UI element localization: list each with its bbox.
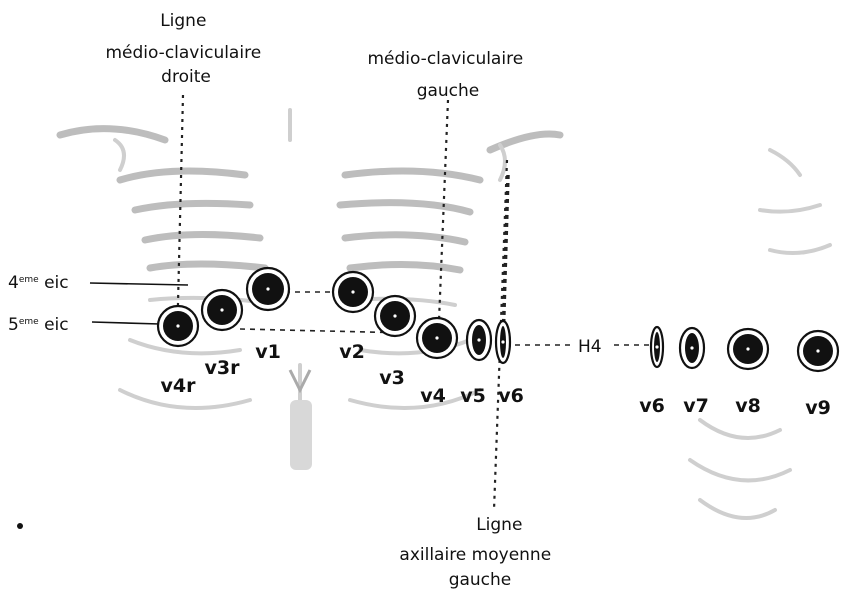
right-mcl-label: Ligne médio-claviculaire droite [105, 11, 266, 87]
fourth-eic-label: 4eme eic [8, 273, 69, 293]
electrode-v6b-center [655, 345, 658, 348]
fourth-eic-leader [90, 283, 188, 285]
electrode-v3-center [393, 314, 396, 317]
electrode-v6-center [501, 340, 504, 343]
electrode-v2-center [351, 290, 354, 293]
electrode-v3r-center [220, 308, 223, 311]
electrode-label-v9: v9 [805, 397, 831, 419]
electrode-label-v6: v6 [498, 385, 524, 407]
fifth-eic-leader [92, 322, 160, 324]
electrode-label-v7: v7 [683, 395, 709, 417]
left-axillary-line-bold [503, 175, 508, 345]
electrode-v4r-center [176, 324, 179, 327]
electrode-v9-center [816, 349, 819, 352]
electrode-label-v4: v4 [420, 385, 446, 407]
h4-level-label: H4 [578, 337, 602, 357]
electrode-label-v1: v1 [255, 341, 281, 363]
electrode-v8-center [746, 347, 749, 350]
electrode-label-v3r: v3r [205, 357, 241, 379]
left-mcl-label: médio-claviculaire gauche [367, 49, 528, 101]
electrode-v5-center [477, 338, 480, 341]
electrode-v4-center [435, 336, 438, 339]
electrode-v1-center [266, 287, 269, 290]
electrode-v7-center [690, 346, 693, 349]
left-axillary-label: Ligne axillaire moyenne gauche [399, 515, 556, 590]
electrodes-group: v4r v3r v1 v2 v3 v4 v5 v6 v6 v7 v8 v9 [158, 268, 838, 419]
electrode-label-v8: v8 [735, 395, 761, 417]
bullet-dot [17, 523, 23, 529]
electrode-label-v3: v3 [379, 367, 405, 389]
electrode-label-v4r: v4r [161, 375, 197, 397]
electrode-label-v2: v2 [339, 341, 365, 363]
electrode-label-v5: v5 [460, 385, 486, 407]
fifth-eic-label: 5eme eic [8, 315, 69, 335]
left-mcl-line [438, 100, 448, 345]
electrode-label-v6b: v6 [639, 395, 665, 417]
